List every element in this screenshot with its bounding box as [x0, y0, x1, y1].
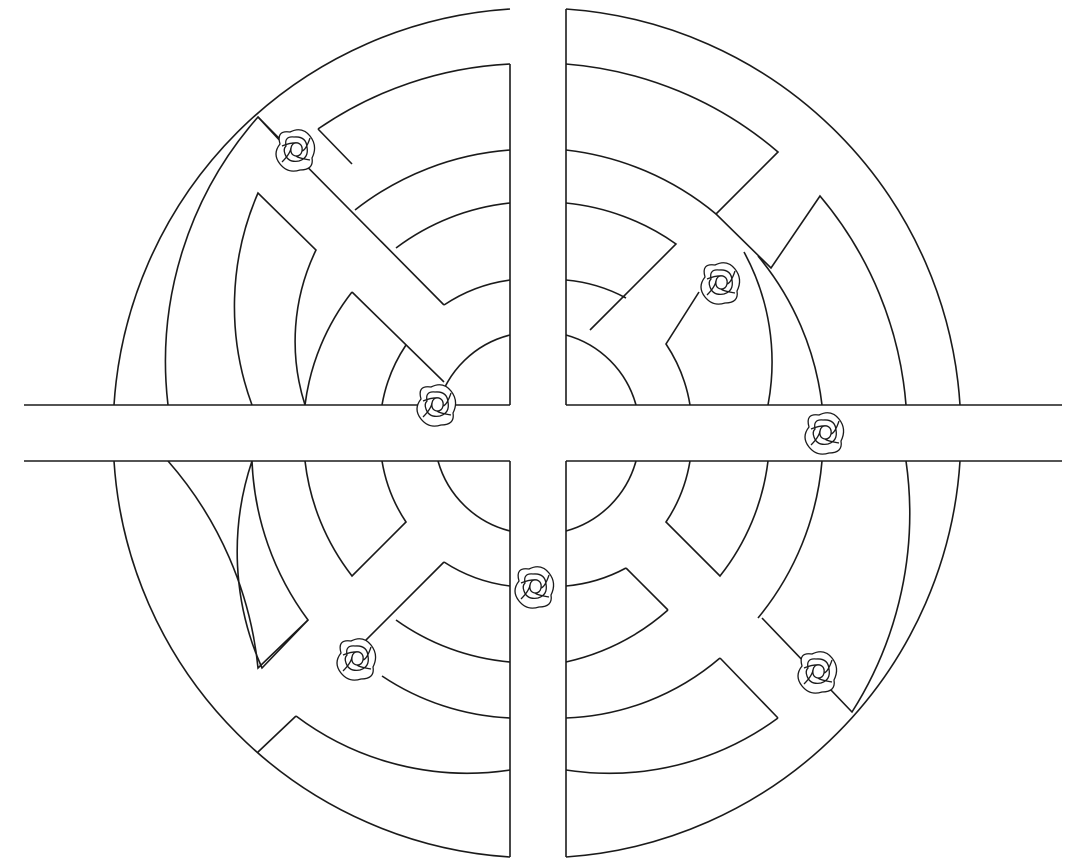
rose-icon: [798, 652, 837, 693]
rose-petal: [820, 426, 831, 439]
rose-icon: [276, 130, 315, 171]
rose-petal: [352, 652, 363, 665]
rose-icon: [805, 413, 844, 454]
rose-icon: [417, 385, 456, 426]
rose-petal: [530, 580, 541, 593]
rose-petal: [716, 276, 727, 289]
rose-icon: [337, 639, 376, 680]
rose-icon: [515, 567, 554, 608]
rose-petal: [432, 398, 443, 411]
rose-petal: [813, 665, 824, 678]
rose-petal: [291, 143, 302, 156]
rose-icon: [701, 263, 740, 304]
